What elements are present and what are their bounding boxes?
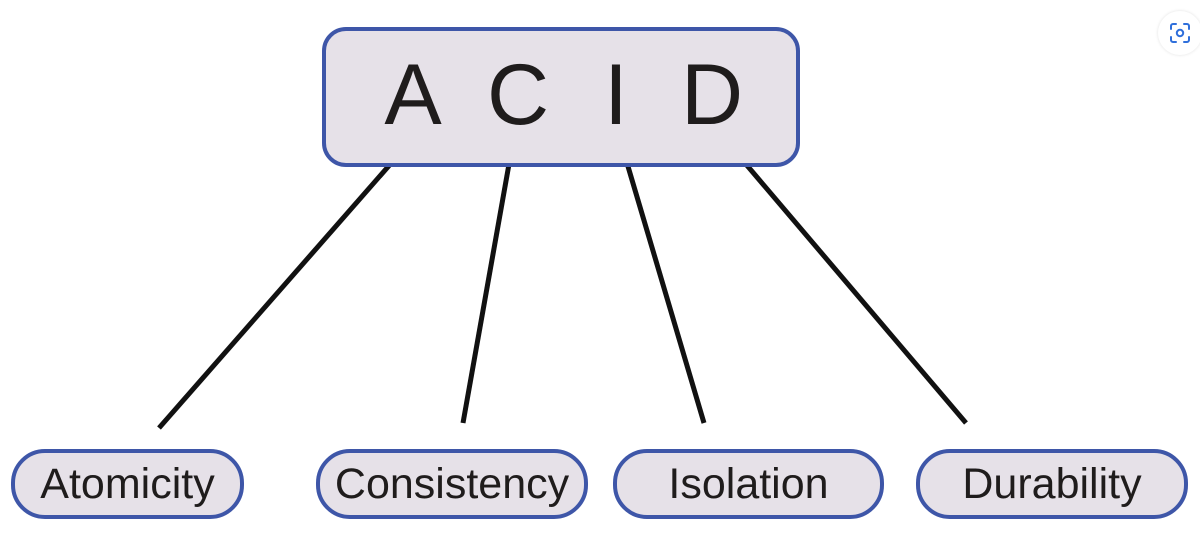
acronym-letter-a: A [384,47,442,143]
term-isolation-box: Isolation [613,449,884,519]
connector-d-durability [720,134,968,425]
term-atomicity-label: Atomicity [40,459,215,508]
term-consistency-box: Consistency [316,449,588,519]
acid-acronym-box [322,27,800,167]
term-atomicity-box: Atomicity [11,449,244,519]
term-durability-box: Durability [916,449,1188,519]
term-isolation-label: Isolation [668,459,829,508]
screenshot-scan-icon [1170,23,1190,43]
term-durability-label: Durability [962,459,1142,508]
screenshot-button[interactable] [1158,11,1200,55]
acronym-letter-d: D [680,47,744,143]
connector-i-isolation [616,135,707,424]
connector-c-consistency [460,135,517,424]
acronym-letter-c: C [486,47,550,143]
acronym-letter-i: I [604,47,628,143]
connector-a-atomicity [157,134,417,430]
term-consistency-label: Consistency [334,459,570,508]
